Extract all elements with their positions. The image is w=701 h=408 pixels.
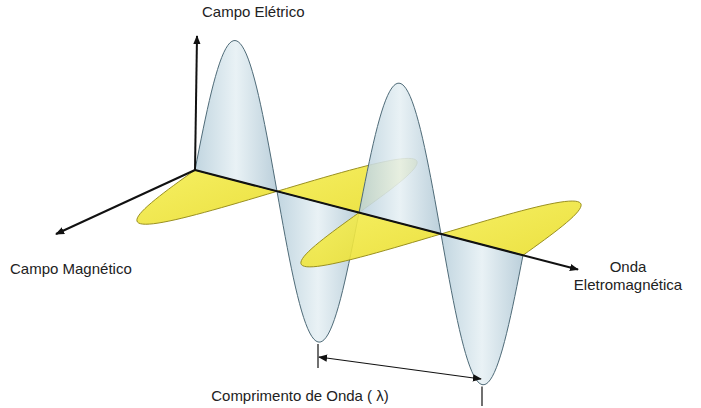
dimension-label: Comprimento de Onda ( λ) [211,387,389,405]
extension-line [317,344,318,368]
magnetic-axis [56,170,195,234]
electric-field-lobe [195,41,277,192]
extension-line [481,387,482,406]
electric-axis [195,36,197,170]
axis-label: Onda Eletromagnética [563,258,693,294]
propagation-axis [195,170,578,270]
electric-field-lobe [441,234,523,385]
wavelength-arrow [319,357,481,379]
electric-field-lobe [359,83,441,234]
axis-label: Campo Elétrico [202,3,305,21]
axis-label: Campo Magnético [10,260,132,278]
